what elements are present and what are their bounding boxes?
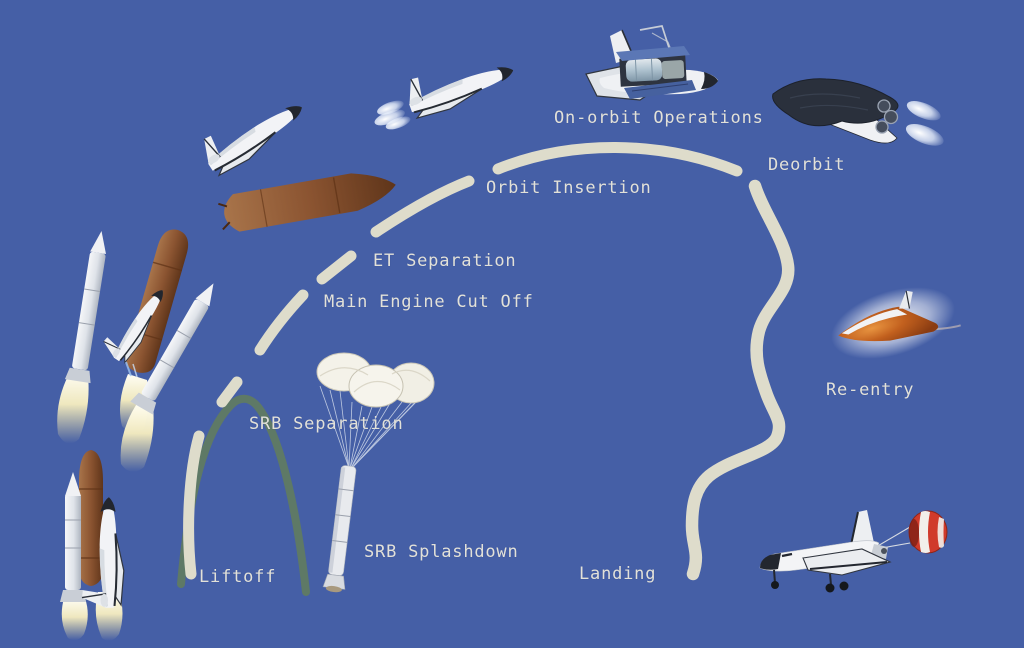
descent-flight-path	[685, 179, 795, 581]
stage-label-re-entry: Re-entry	[826, 380, 915, 400]
stage-label-liftoff: Liftoff	[199, 567, 277, 587]
reentry-orbiter-icon	[831, 287, 961, 359]
stage-label-on-orbit-operations: On-orbit Operations	[554, 108, 764, 128]
landing-orbiter-icon	[759, 510, 948, 593]
stage-label-landing: Landing	[579, 564, 657, 584]
deorbit-orbiter-icon	[772, 78, 944, 146]
srb-parachute-icon	[316, 352, 435, 593]
ascent-flight-path	[183, 142, 743, 580]
stage-label-orbit-insertion: Orbit Insertion	[486, 178, 652, 198]
orbit-insertion-orbiter-icon	[374, 44, 520, 130]
drag-chute-icon	[908, 510, 948, 554]
stage-label-srb-separation: SRB Separation	[249, 414, 404, 434]
falling-external-tank-icon	[218, 173, 396, 232]
stage-label-deorbit: Deorbit	[768, 155, 846, 175]
stage-label-main-engine-cut-off: Main Engine Cut Off	[324, 292, 534, 312]
srb-separation-icon	[57, 229, 214, 472]
stage-label-et-separation: ET Separation	[373, 251, 517, 271]
stage-label-srb-splashdown: SRB Splashdown	[364, 542, 519, 562]
post-meco-orbiter-icon	[194, 83, 312, 181]
liftoff-shuttle-stack-icon	[60, 450, 125, 641]
on-orbit-orbiter-icon	[585, 25, 718, 101]
